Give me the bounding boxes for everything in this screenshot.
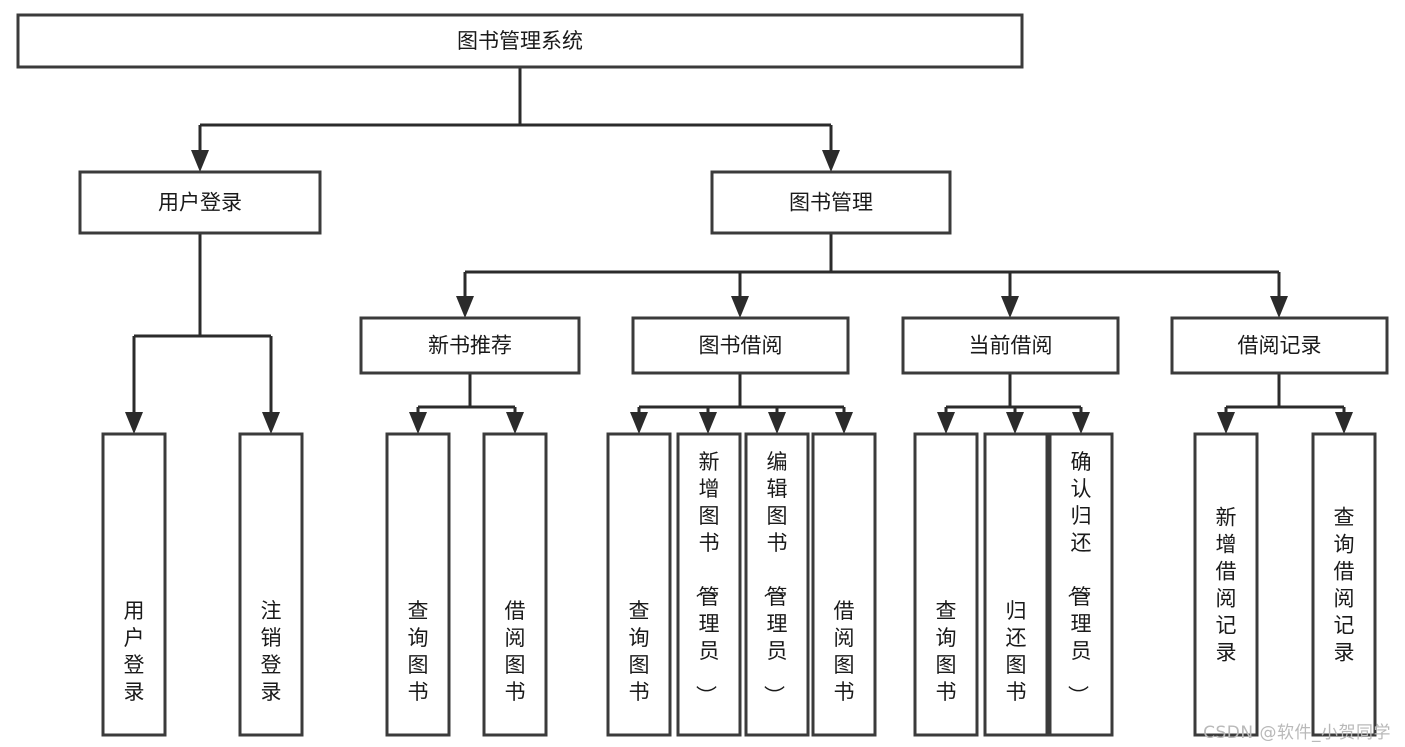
arrow-head-icon <box>937 412 955 434</box>
node-label-borrow-record: 借阅记录 <box>1238 334 1322 358</box>
connector-group-new-book-to-leaves <box>409 373 524 434</box>
node-label-leaf-return-book: 归还图书 <box>1006 599 1027 704</box>
node-label-new-book-recommend: 新书推荐 <box>428 334 512 358</box>
node-box-book-management[interactable] <box>710 170 952 235</box>
node-box-leaf-logout-login[interactable] <box>238 432 304 737</box>
node-box-leaf-add-book-admin[interactable] <box>676 432 742 737</box>
node-box-leaf-add-borrow-record[interactable] <box>1193 432 1259 737</box>
node-box-leaf-edit-book-admin[interactable] <box>744 432 810 737</box>
node-leaf-confirm-return-admin[interactable]: 确认归还（管理员） <box>1048 432 1114 737</box>
arrow-head-icon <box>191 150 209 172</box>
node-label-leaf-add-borrow-record: 新增借阅记录 <box>1216 506 1237 665</box>
node-leaf-add-borrow-record[interactable]: 新增借阅记录 <box>1193 432 1259 737</box>
node-box-user-login[interactable] <box>78 170 322 235</box>
arrow-head-icon <box>1072 412 1090 434</box>
connector-group-borrow-record-to-leaves <box>1217 373 1353 434</box>
node-book-management[interactable]: 图书管理 <box>710 170 952 235</box>
arrow-head-icon <box>731 296 749 318</box>
node-leaf-borrow-book-recommend[interactable]: 借阅图书 <box>482 432 548 737</box>
node-label-leaf-query-book-recommend: 查询图书 <box>408 599 429 704</box>
arrow-head-icon <box>822 150 840 172</box>
node-box-leaf-query-book-recommend[interactable] <box>385 432 451 737</box>
arrow-head-icon <box>768 412 786 434</box>
node-box-current-borrow[interactable] <box>901 316 1120 375</box>
node-box-leaf-user-login[interactable] <box>101 432 167 737</box>
connector-group-book-borrow-to-leaves <box>630 373 853 434</box>
arrow-head-icon <box>1001 296 1019 318</box>
node-label-leaf-logout-login: 注销登录 <box>261 599 282 704</box>
node-box-root[interactable] <box>16 13 1024 69</box>
connector-group-current-borrow-to-leaves <box>937 373 1090 434</box>
connector-group-book-management-to-level2 <box>456 233 1288 318</box>
node-label-leaf-query-book-current: 查询图书 <box>936 599 957 704</box>
node-leaf-user-login[interactable]: 用户登录 <box>101 432 167 737</box>
node-box-leaf-query-book-current[interactable] <box>913 432 979 737</box>
node-label-leaf-query-book-borrow: 查询图书 <box>629 599 650 704</box>
node-label-user-login: 用户登录 <box>158 191 242 215</box>
node-leaf-query-book-current[interactable]: 查询图书 <box>913 432 979 737</box>
node-box-leaf-return-book[interactable] <box>983 432 1049 737</box>
node-label-current-borrow: 当前借阅 <box>969 334 1053 358</box>
node-leaf-query-book-borrow[interactable]: 查询图书 <box>606 432 672 737</box>
node-label-leaf-borrow-book-recommend: 借阅图书 <box>505 599 526 704</box>
node-label-book-borrow: 图书借阅 <box>699 334 783 358</box>
arrow-head-icon <box>1335 412 1353 434</box>
node-current-borrow[interactable]: 当前借阅 <box>901 316 1120 375</box>
connector-layer <box>125 67 1353 434</box>
node-box-book-borrow[interactable] <box>631 316 850 375</box>
node-box-leaf-query-borrow-record[interactable] <box>1311 432 1377 737</box>
node-root[interactable]: 图书管理系统 <box>16 13 1024 69</box>
arrow-head-icon <box>1270 296 1288 318</box>
arrow-head-icon <box>506 412 524 434</box>
node-box-leaf-query-book-borrow[interactable] <box>606 432 672 737</box>
node-box-leaf-borrow-book[interactable] <box>811 432 877 737</box>
node-new-book-recommend[interactable]: 新书推荐 <box>359 316 581 375</box>
arrow-head-icon <box>262 412 280 434</box>
connector-group-user-login-to-leaves <box>125 233 280 434</box>
arrow-head-icon <box>835 412 853 434</box>
arrow-head-icon <box>409 412 427 434</box>
node-label-leaf-edit-book-admin: 编辑图书（管理员） <box>762 450 788 706</box>
arrow-head-icon <box>699 412 717 434</box>
arrow-head-icon <box>125 412 143 434</box>
node-box-leaf-borrow-book-recommend[interactable] <box>482 432 548 737</box>
node-label-leaf-borrow-book: 借阅图书 <box>834 599 855 704</box>
node-layer: 图书管理系统用户登录图书管理新书推荐图书借阅当前借阅借阅记录用户登录注销登录查询… <box>16 13 1389 737</box>
node-label-leaf-user-login: 用户登录 <box>124 599 145 704</box>
node-borrow-record[interactable]: 借阅记录 <box>1170 316 1389 375</box>
node-book-borrow[interactable]: 图书借阅 <box>631 316 850 375</box>
node-leaf-query-book-recommend[interactable]: 查询图书 <box>385 432 451 737</box>
node-label-root: 图书管理系统 <box>457 29 583 53</box>
node-leaf-logout-login[interactable]: 注销登录 <box>238 432 304 737</box>
node-label-leaf-confirm-return-admin: 确认归还（管理员） <box>1066 450 1092 706</box>
arrow-head-icon <box>456 296 474 318</box>
csdn-watermark: CSDN @软件_小贺同学 <box>1203 723 1391 743</box>
arrow-head-icon <box>1006 412 1024 434</box>
node-leaf-borrow-book[interactable]: 借阅图书 <box>811 432 877 737</box>
node-box-borrow-record[interactable] <box>1170 316 1389 375</box>
node-leaf-return-book[interactable]: 归还图书 <box>983 432 1049 737</box>
node-box-new-book-recommend[interactable] <box>359 316 581 375</box>
node-label-leaf-query-borrow-record: 查询借阅记录 <box>1334 506 1355 665</box>
node-box-leaf-confirm-return-admin[interactable] <box>1048 432 1114 737</box>
node-label-leaf-add-book-admin: 新增图书（管理员） <box>694 450 720 706</box>
node-leaf-add-book-admin[interactable]: 新增图书（管理员） <box>676 432 742 737</box>
node-user-login[interactable]: 用户登录 <box>78 170 322 235</box>
arrow-head-icon <box>630 412 648 434</box>
connector-group-root-to-level1 <box>191 67 840 172</box>
node-label-book-management: 图书管理 <box>789 191 873 215</box>
node-leaf-edit-book-admin[interactable]: 编辑图书（管理员） <box>744 432 810 737</box>
node-leaf-query-borrow-record[interactable]: 查询借阅记录 <box>1311 432 1377 737</box>
arrow-head-icon <box>1217 412 1235 434</box>
